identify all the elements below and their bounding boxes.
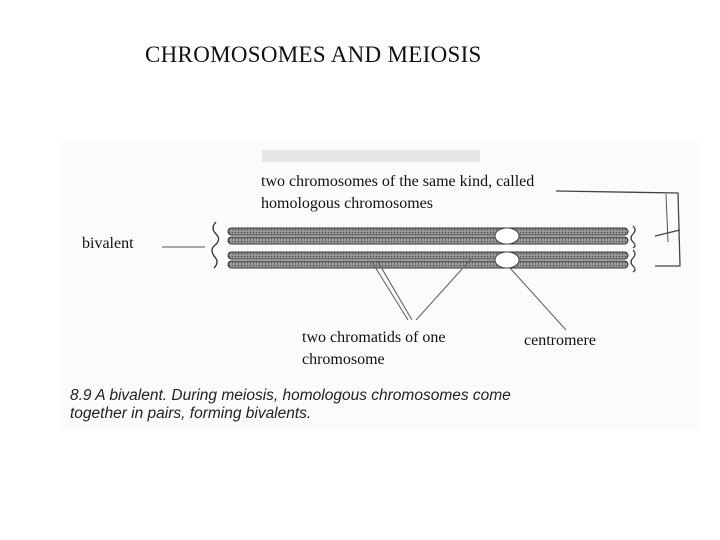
left-brace <box>211 221 220 269</box>
chromosome-top <box>227 227 629 245</box>
chromatid-strand <box>227 260 629 269</box>
scan-smudge <box>262 150 480 162</box>
chromatid-pointer <box>377 261 413 321</box>
homologous-bracket-inner <box>665 193 669 243</box>
figure-caption-line1: 8.9 A bivalent. During meiosis, homologo… <box>70 387 511 404</box>
scanned-figure-background <box>60 140 700 430</box>
centromere-dot <box>494 251 520 269</box>
chromatids-label-line2: chromosome <box>302 351 385 368</box>
centromere-dot <box>494 227 520 245</box>
right-wave-top <box>630 225 636 249</box>
homologous-label-line1: two chromosomes of the same kind, called <box>261 173 535 190</box>
homologous-label-line2: homologous chromosomes <box>261 195 433 212</box>
centromere-pointer <box>509 267 567 331</box>
chromatid-strand <box>227 227 629 236</box>
chromatid-strand <box>227 236 629 245</box>
slide-title: CHROMOSOMES AND MEIOSIS <box>145 42 482 67</box>
chromatid-pointer <box>371 261 409 321</box>
chromatid-strand <box>227 251 629 260</box>
bivalent-label: bivalent <box>82 235 134 252</box>
right-wave-bottom <box>630 249 636 273</box>
centromere-label: centromere <box>524 332 596 349</box>
chromosome-bottom <box>227 251 629 269</box>
chromatid-pointer <box>415 257 473 321</box>
chromatids-label-line1: two chromatids of one <box>302 329 446 346</box>
figure-caption-line2: together in pairs, forming bivalents. <box>70 405 312 422</box>
